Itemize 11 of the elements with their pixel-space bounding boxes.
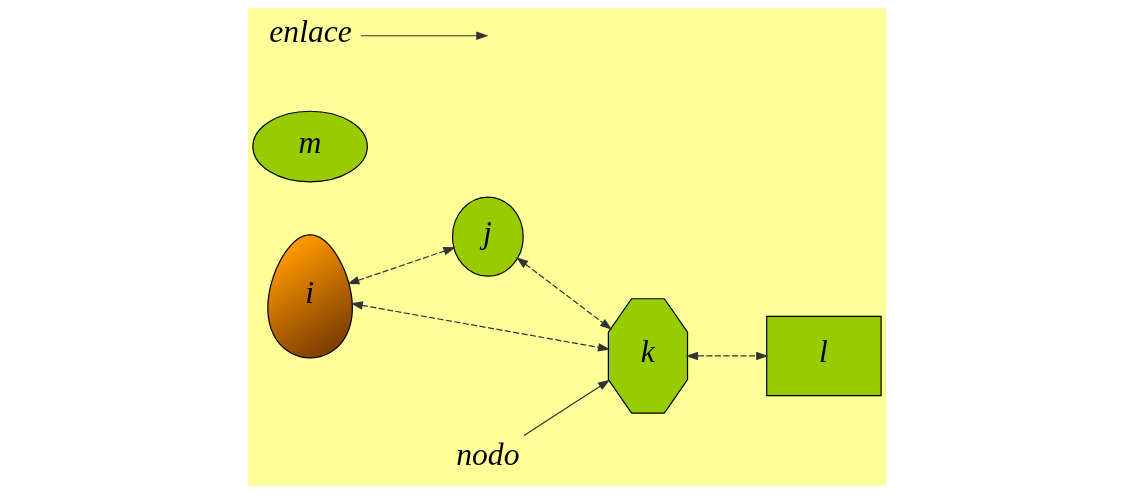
node-ellipse: j: [451, 196, 524, 277]
arrow: [685, 351, 768, 361]
node-ellipse: m: [251, 110, 368, 183]
arrow: [346, 247, 456, 285]
arrow: [359, 31, 488, 40]
arrow: [522, 379, 610, 437]
arrow: [515, 257, 612, 330]
arrow: [350, 301, 610, 352]
node-text: enlace: [268, 14, 352, 50]
node-box: l: [765, 315, 882, 397]
node-text: nodo: [455, 436, 519, 472]
